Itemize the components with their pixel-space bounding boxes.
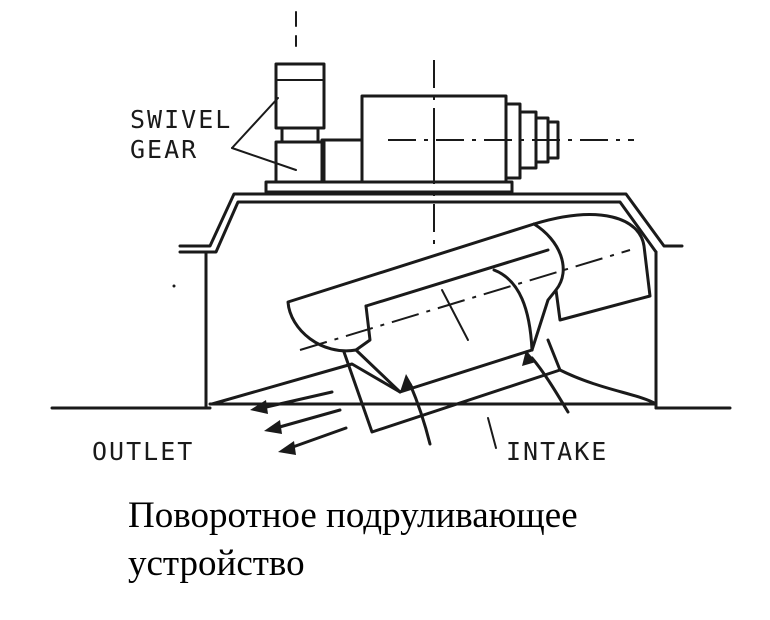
outlet-label: OUTLET bbox=[92, 437, 195, 466]
swivel-gear-label-line2: GEAR bbox=[130, 135, 199, 164]
hull-housing bbox=[50, 60, 732, 410]
swivel-gear-label-line1: SWIVEL bbox=[130, 105, 233, 134]
caption-line1: Поворотное подруливающее bbox=[128, 495, 578, 536]
swivel-gear-motor bbox=[274, 62, 326, 184]
swivel-gear-label: SWIVEL GEAR bbox=[130, 105, 232, 165]
intake-plate bbox=[342, 338, 658, 434]
dot-mark bbox=[172, 284, 176, 288]
outlet-nozzle bbox=[210, 362, 402, 406]
intake-flow-arrows bbox=[400, 350, 570, 449]
drive-motor bbox=[320, 94, 634, 184]
thruster-diagram bbox=[50, 11, 732, 455]
base-plate bbox=[264, 180, 514, 194]
figure-caption: Поворотное подруливающее устройство bbox=[128, 492, 728, 588]
swivel-duct bbox=[286, 213, 652, 394]
outlet-flow-arrows bbox=[250, 390, 348, 455]
caption-line2: устройство bbox=[128, 543, 305, 584]
swivel-gear-leader-lines bbox=[231, 97, 297, 171]
intake-label: INTAKE bbox=[506, 437, 609, 466]
